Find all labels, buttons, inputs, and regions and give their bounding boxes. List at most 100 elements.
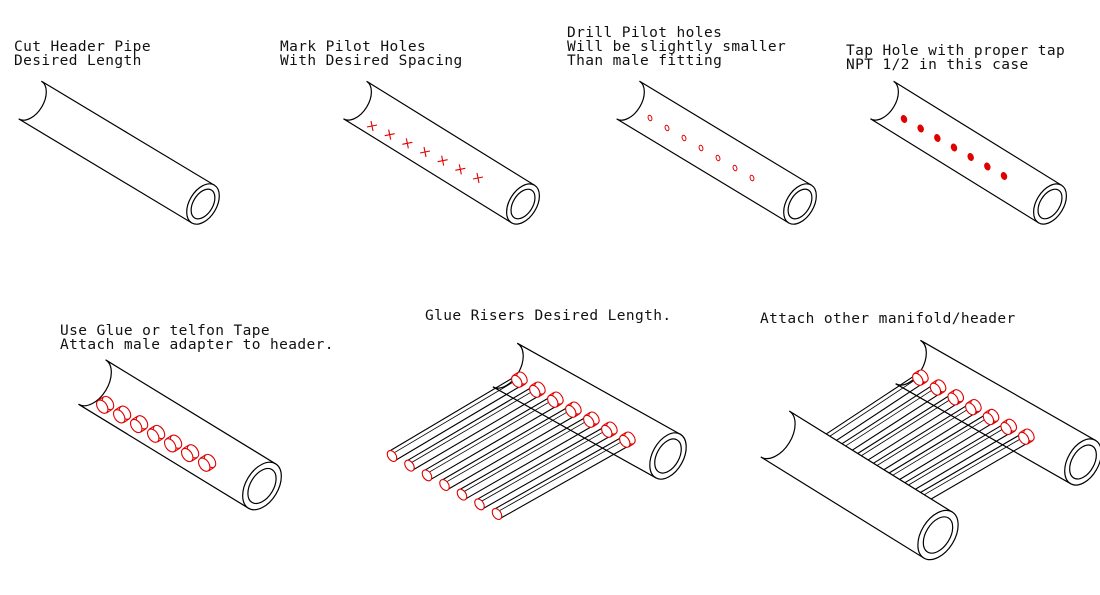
step-6-riser-edge-b: [464, 424, 596, 500]
step-7-riser-edge-b: [836, 391, 942, 461]
step-2-caption-line-2: With Desired Spacing: [280, 53, 463, 69]
step-6-riser-highlight: [425, 398, 556, 475]
step-7-riser-highlight: [816, 376, 921, 445]
step-7-riser-highlight: [865, 405, 974, 473]
step-4-tapped-hole: [967, 153, 974, 161]
step-2-caption: Mark Pilot Holes With Desired Spacing: [280, 39, 463, 69]
step-4-pipe-end-outer: [1033, 183, 1067, 225]
step-1-cut-pipe-drawing: [18, 80, 220, 225]
step-6-riser-edge-b: [481, 434, 613, 510]
step-7-riser-edge-a: [879, 412, 990, 480]
step-7-riser-highlight: [897, 425, 1009, 492]
step-2-pipe-end-inner: [510, 188, 536, 220]
step-6-caption-line-1: Glue Risers Desired Length.: [425, 308, 672, 324]
step-1-caption-line-2: Desired Length: [14, 53, 142, 69]
step-6-adapter-front: [601, 424, 613, 438]
step-6-riser-edge-b: [429, 404, 560, 481]
step-3-pilot-hole: [647, 114, 653, 122]
step-1-pipe-end-inner: [190, 188, 216, 220]
step-5-adapter-front: [146, 428, 160, 443]
step-5-caption-line-1: Use Glue or telfon Tape: [60, 323, 270, 339]
step-7-riser-edge-b: [901, 431, 1013, 498]
step-5-attach-adapters-drawing: [78, 359, 282, 511]
step-5-adapter-front: [95, 399, 109, 414]
step-6-riser-highlight: [390, 378, 520, 455]
step-2-hole-mark: [366, 120, 378, 132]
step-3-caption-line-2: Will be slightly smaller: [567, 39, 787, 55]
step-6-riser-edge-a: [423, 394, 554, 472]
step-7-riser-highlight: [913, 435, 1027, 501]
step-6-riser-highlight: [460, 418, 592, 494]
step-7-riser-edge-b: [820, 382, 925, 452]
step-7-riser-highlight: [881, 415, 992, 483]
step-3-caption: Drill Pilot holes Will be slightly small…: [567, 25, 787, 69]
step-4-caption: Tap Hole with proper tap NPT 1/2 in this…: [846, 43, 1066, 73]
step-2-caption-line-1: Mark Pilot Holes: [280, 39, 427, 55]
step-7-adapter-front: [912, 372, 924, 386]
step-6-riser-open-end: [474, 498, 485, 511]
step-3-drill-holes-drawing: [616, 80, 817, 225]
step-6-riser-edge-b: [394, 384, 524, 462]
step-5-adapter-front: [112, 409, 126, 424]
step-2-mark-holes-drawing: [343, 80, 540, 225]
step-3-pilot-hole: [681, 134, 687, 142]
step-6-caption: Glue Risers Desired Length.: [425, 308, 672, 324]
step-3-pilot-hole: [664, 124, 670, 132]
step-4-caption-line-1: Tap Hole with proper tap: [846, 43, 1066, 59]
step-6-adapter-front: [619, 434, 631, 448]
step-4-tap-holes-drawing: [870, 80, 1067, 225]
step-7-riser-edge-a: [863, 402, 972, 470]
step-6-riser-edge-b: [499, 444, 631, 520]
step-7-back-header-end-inner: [1069, 444, 1097, 480]
step-3-caption-line-1: Drill Pilot holes: [567, 25, 723, 41]
step-7-adapter-front: [965, 402, 977, 416]
step-7-riser-highlight: [849, 395, 956, 464]
step-5-caption-line-2: Attach male adapter to header.: [60, 337, 334, 353]
step-7-riser-edge-a: [830, 382, 936, 452]
step-7-adapter-front: [1018, 431, 1030, 445]
step-4-tapped-hole: [1000, 172, 1008, 180]
step-5-adapter-front: [180, 447, 194, 463]
step-4-caption-line-2: NPT 1/2 in this case: [846, 57, 1029, 73]
step-6-riser-highlight: [478, 428, 610, 504]
step-6-riser-edge-b: [412, 394, 542, 471]
step-3-pilot-hole: [749, 174, 755, 182]
step-7-riser-edge-a: [847, 392, 954, 461]
step-6-riser-highlight: [495, 438, 628, 513]
step-6-riser-open-end: [421, 469, 433, 482]
step-7-front-header-end-outer: [917, 509, 959, 561]
step-4-tapped-hole: [917, 124, 924, 133]
step-7-back-header-end-outer: [1064, 438, 1100, 486]
step-5-pipe-body: [78, 359, 277, 510]
step-2-hole-mark: [419, 146, 431, 158]
step-7-riser-edge-a: [895, 421, 1007, 489]
step-7-riser-highlight: [833, 386, 938, 455]
step-7-riser-edge-a: [814, 372, 919, 442]
step-5-adapter-front: [163, 438, 177, 453]
step-7-riser-edge-b: [869, 411, 978, 480]
step-7-adapter-front: [929, 382, 942, 396]
step-2-hole-mark: [402, 138, 413, 149]
step-1-caption-line-1: Cut Header Pipe: [14, 39, 151, 55]
step-3-pipe-body: [616, 80, 813, 224]
step-2-pipe-end-outer: [506, 183, 540, 225]
step-2-pipe-body: [343, 80, 536, 224]
step-7-adapter-front: [947, 392, 959, 406]
step-1-caption: Cut Header Pipe Desired Length: [14, 39, 151, 69]
step-6-riser-open-end: [404, 459, 415, 472]
step-4-tapped-hole: [900, 115, 908, 123]
step-1-pipe-end-outer: [186, 183, 220, 225]
step-6-riser-edge-a: [388, 374, 518, 452]
step-7-caption: Attach other manifold/header: [760, 312, 1016, 327]
step-1-pipe-body: [18, 80, 216, 224]
step-5-adapter-front: [129, 418, 143, 434]
step-4-tapped-hole: [984, 162, 991, 171]
step-6-riser-edge-a: [458, 414, 590, 491]
step-6-riser-open-end: [386, 450, 398, 462]
step-6-header-end-inner: [654, 438, 682, 474]
step-3-caption-line-3: Than male fitting: [567, 53, 723, 69]
step-7-front-header-end-inner: [922, 516, 954, 554]
step-4-tapped-hole: [934, 134, 941, 142]
step-6-adapter-front: [511, 374, 523, 388]
